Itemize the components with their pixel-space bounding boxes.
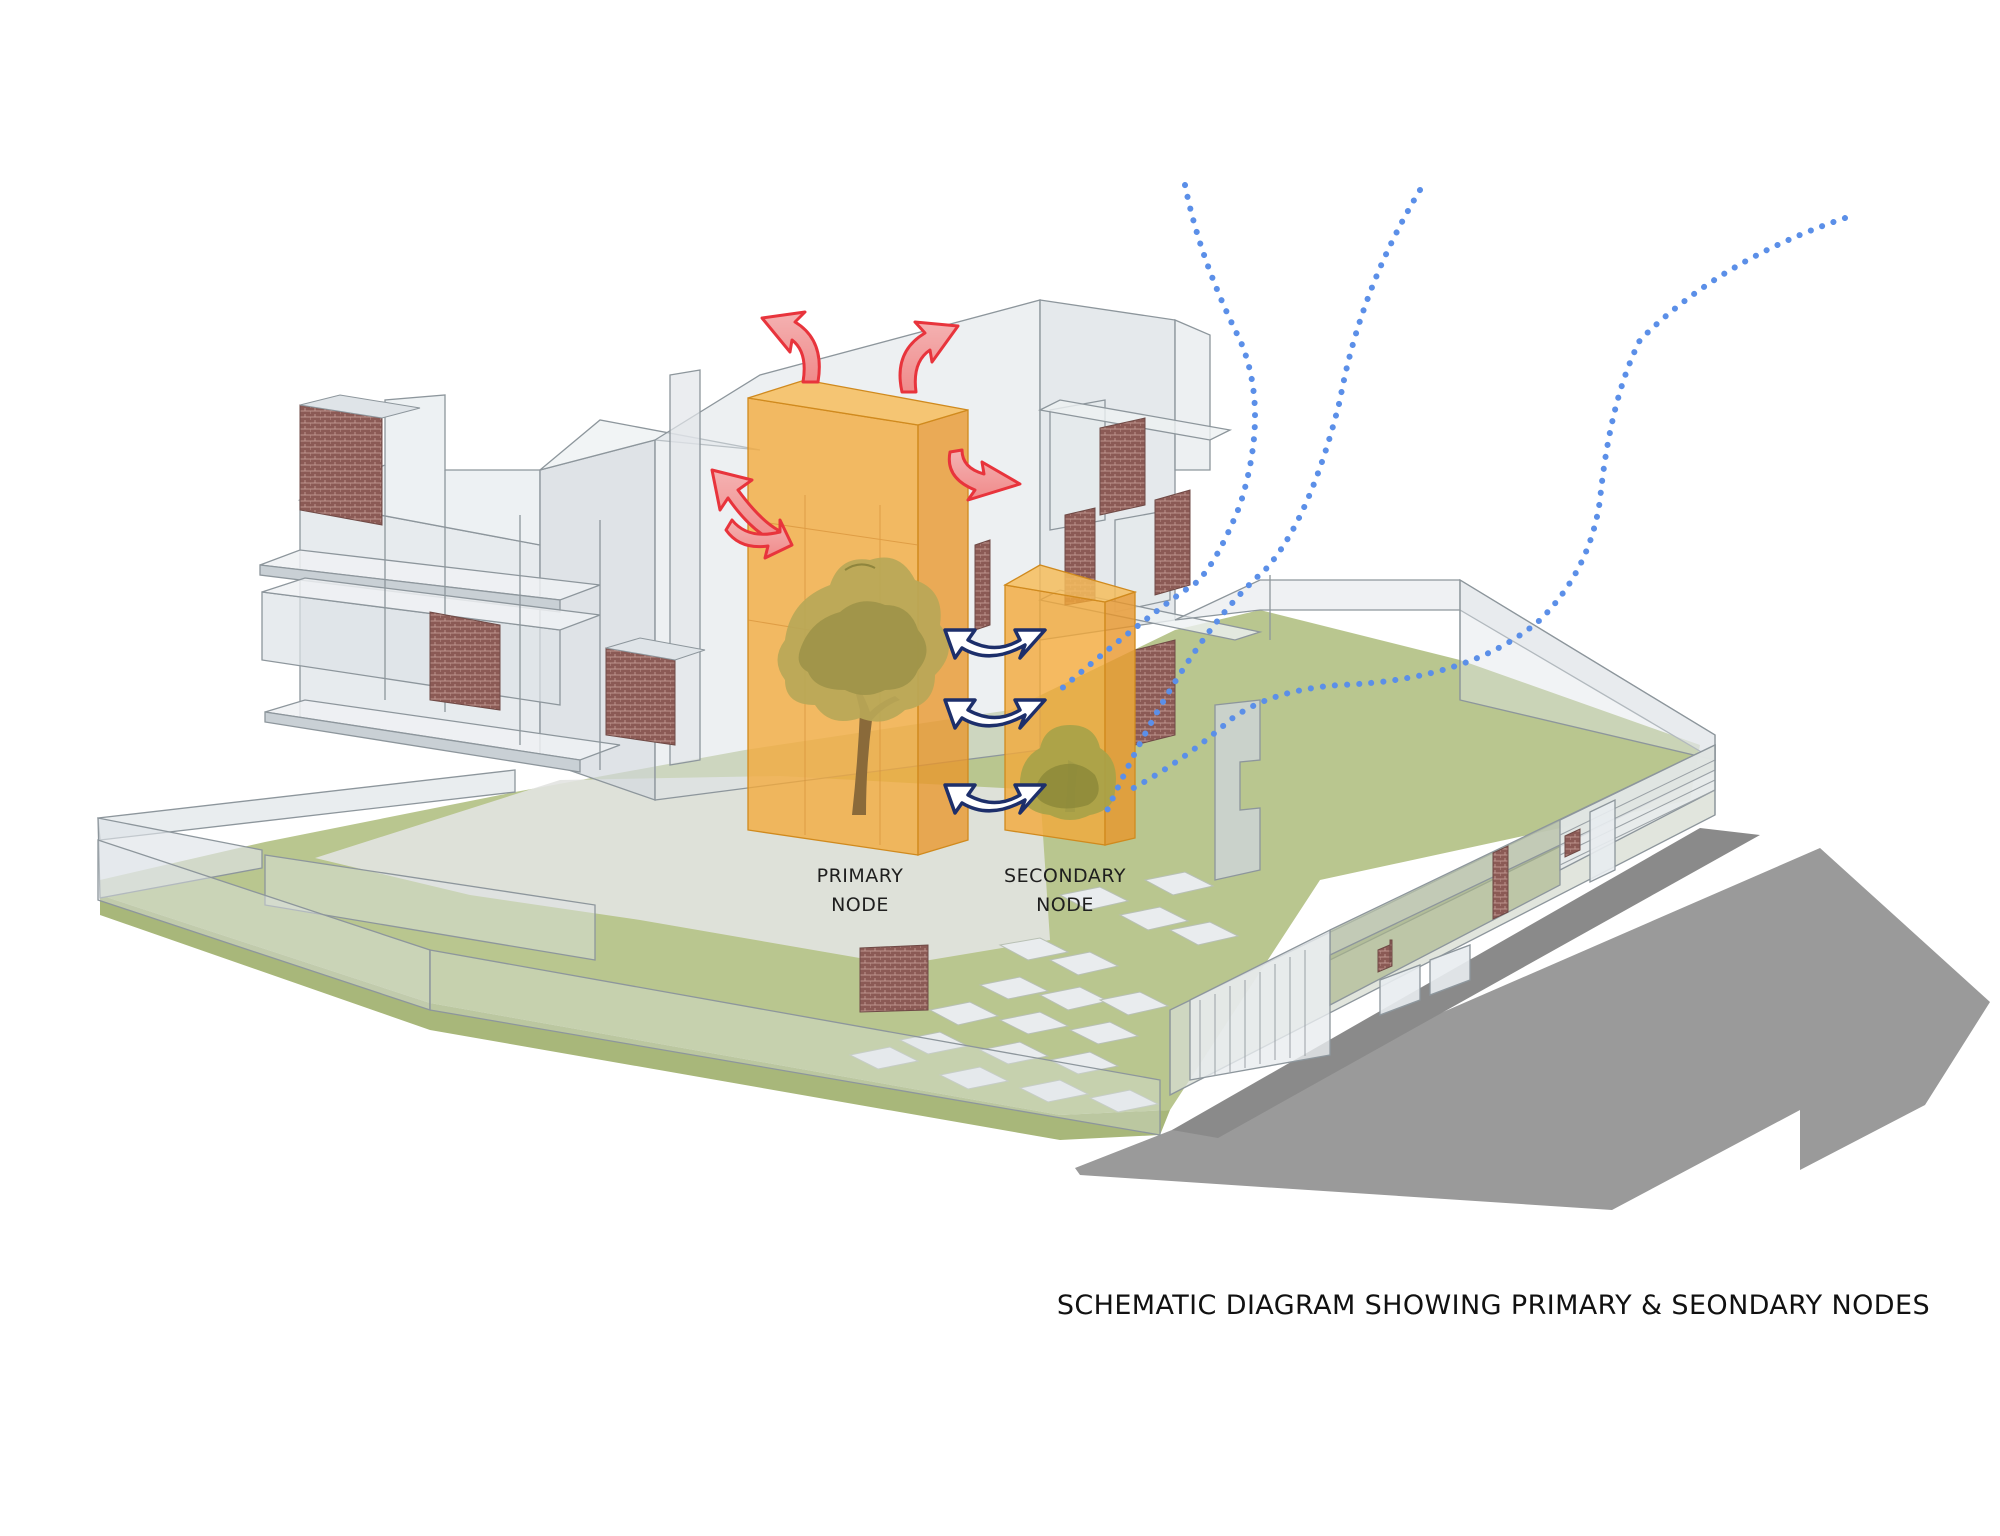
dotted-wind-path-icon — [1102, 187, 1423, 818]
road — [1075, 848, 1990, 1210]
primary-tree-icon — [777, 557, 949, 815]
cool-air-arrows — [943, 628, 1047, 815]
hot-air-arrows — [710, 310, 1022, 560]
right-wall-step — [1214, 699, 1261, 881]
curved-swap-arrow-icon — [943, 783, 1047, 815]
curved-swap-arrow-icon — [943, 698, 1047, 730]
stepping-stones — [848, 871, 1240, 1113]
primary-node-label-line1: PRIMARY — [816, 865, 904, 887]
secondary-node-label: SECONDARY NODE — [975, 862, 1155, 920]
wind-paths — [1057, 182, 1848, 818]
road-shadow — [1172, 828, 1760, 1138]
secondary-tree-icon — [1019, 725, 1116, 820]
boundary-walls — [97, 575, 1716, 1136]
diagram-caption: SCHEMATIC DIAGRAM SHOWING PRIMARY & SEON… — [1056, 1290, 1930, 1321]
curved-up-arrow-icon — [760, 310, 821, 384]
curved-swap-arrow-icon — [943, 628, 1047, 660]
curved-up-arrow-icon — [898, 320, 960, 394]
curved-up-arrow-icon — [724, 518, 794, 560]
curved-up-arrow-icon — [947, 448, 1022, 502]
dotted-wind-path-icon — [1127, 215, 1848, 793]
brick-panels — [299, 394, 1581, 1013]
primary-node-label-line2: NODE — [831, 894, 889, 916]
primary-node-label: PRIMARY NODE — [800, 862, 920, 920]
curved-up-arrow-icon — [710, 468, 780, 544]
dotted-wind-path-icon — [1057, 182, 1258, 693]
secondary-node-label-line2: NODE — [1036, 894, 1094, 916]
secondary-node-label-line1: SECONDARY — [1004, 865, 1126, 887]
